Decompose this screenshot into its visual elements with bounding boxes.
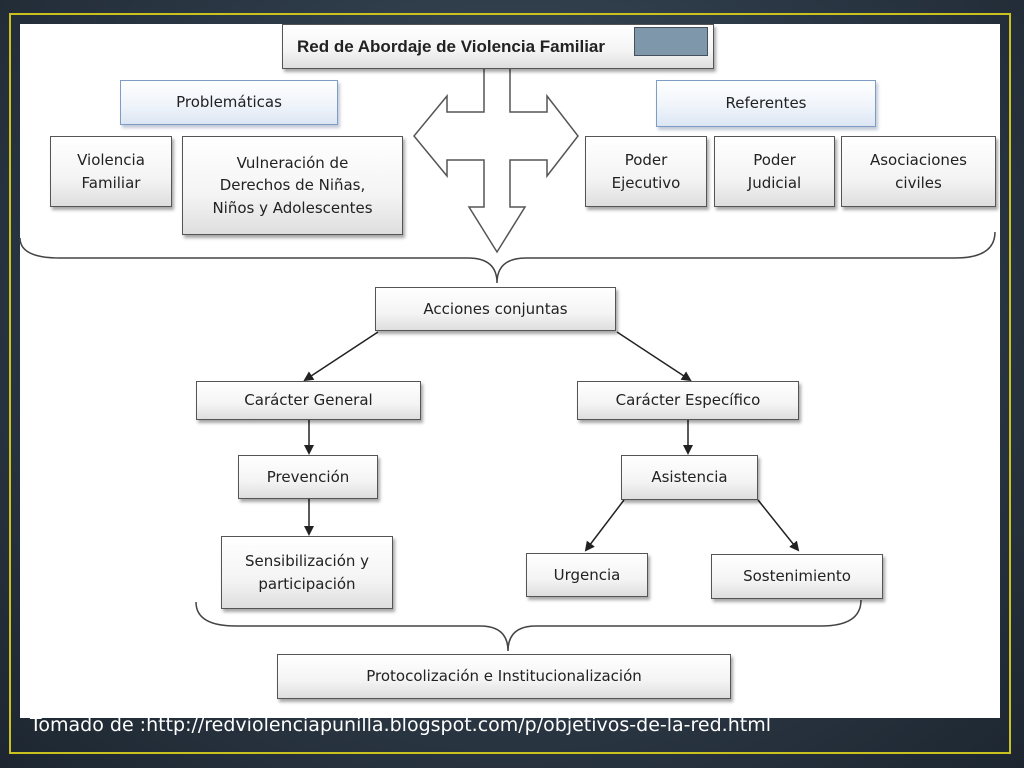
protocolizacion-box: Protocolización e Institucionalización (277, 654, 731, 699)
acciones-conjuntas-box: Acciones conjuntas (375, 287, 616, 331)
arrow-to-especifico (616, 331, 692, 382)
title-tag-block (634, 27, 708, 56)
top-brace (19, 231, 996, 284)
caracter-general-box: Carácter General (196, 381, 421, 420)
asistencia-box: Asistencia (621, 455, 758, 500)
caracter-especifico-box: Carácter Específico (577, 381, 799, 420)
source-caption: Tomado de :http://redviolenciapunilla.bl… (30, 714, 771, 736)
referentes-header: Referentes (656, 80, 876, 127)
arrow-to-sostenimiento (757, 499, 800, 552)
urgencia-box: Urgencia (526, 553, 648, 597)
slide-frame (9, 13, 1011, 754)
vulneracion-derechos-box: Vulneración de Derechos de Niñas, Niños … (182, 136, 403, 235)
prevencion-box: Prevención (238, 455, 378, 499)
asociaciones-civiles-box: Asociaciones civiles (841, 136, 996, 207)
four-way-arrow-icon (413, 61, 579, 254)
bottom-brace (195, 599, 862, 652)
sostenimiento-box: Sostenimiento (711, 554, 883, 599)
poder-ejecutivo-box: Poder Ejecutivo (585, 136, 707, 207)
problematicas-header: Problemáticas (120, 80, 338, 125)
arrow-to-urgencia (584, 499, 625, 552)
poder-judicial-box: Poder Judicial (714, 136, 835, 207)
violencia-familiar-box: Violencia Familiar (50, 136, 172, 207)
arrow-to-general (303, 331, 379, 382)
sensibilizacion-box: Sensibilización y participación (221, 536, 393, 609)
